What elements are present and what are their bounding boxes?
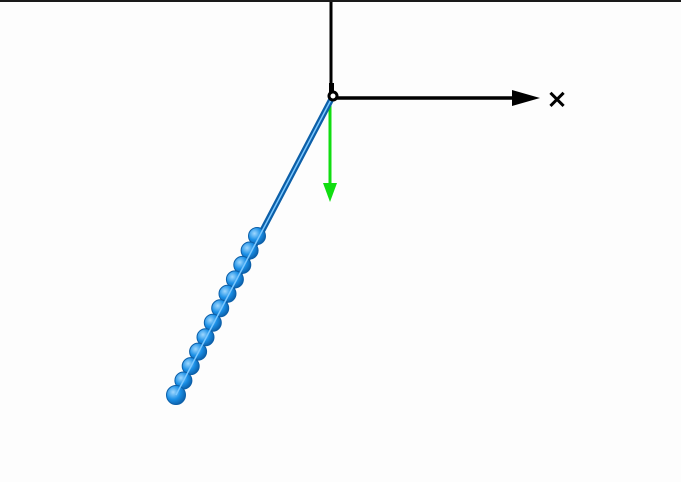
trail-bob — [203, 313, 222, 332]
top-border — [0, 0, 681, 2]
pivot-icon — [327, 83, 339, 102]
trail-bob — [196, 328, 215, 347]
x-axis-label: × — [546, 85, 568, 115]
gravity-arrow — [323, 100, 337, 202]
pendulum-rod-highlight — [175, 95, 334, 396]
x-axis-arrow — [331, 90, 540, 106]
pendulum[interactable] — [166, 93, 336, 405]
